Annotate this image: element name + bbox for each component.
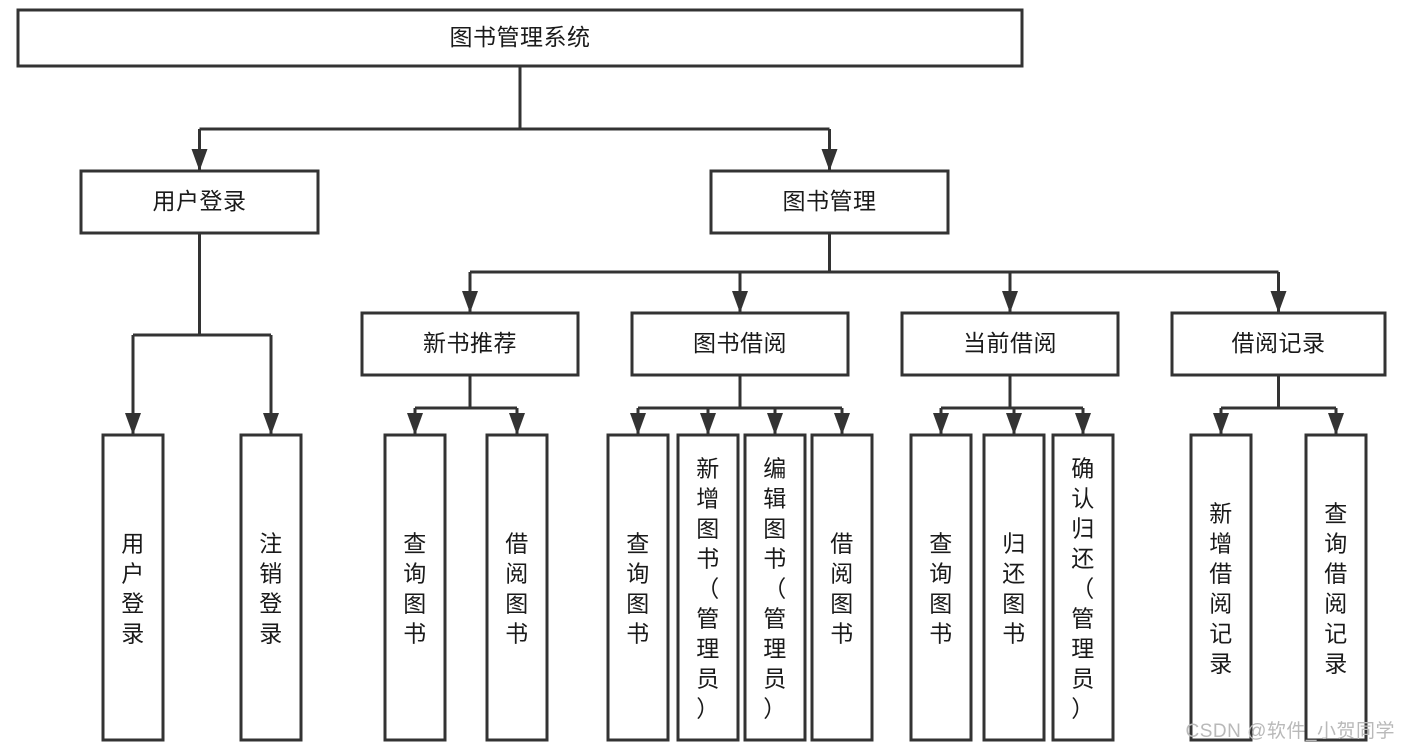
- connector-arrowhead: [509, 413, 525, 435]
- node-leaf-borrow-book[interactable]: 借阅图书: [810, 433, 874, 742]
- connector-arrowhead: [630, 413, 646, 435]
- node-leaf-user-login[interactable]: 用户登录: [101, 433, 165, 742]
- connector-arrowhead: [1006, 413, 1022, 435]
- node-label: 查询借阅记录: [1324, 501, 1348, 677]
- node-leaf-add-borrow-record[interactable]: 新增借阅记录: [1189, 433, 1253, 742]
- node-label: 借阅图书: [830, 531, 854, 647]
- node-box[interactable]: [1189, 433, 1253, 742]
- connector-arrowhead: [821, 149, 838, 171]
- node-box[interactable]: [743, 433, 807, 742]
- node-leaf-add-book[interactable]: 新增图书（管理员）: [676, 433, 740, 742]
- node-box[interactable]: [909, 433, 973, 742]
- node-box[interactable]: [676, 433, 740, 742]
- connector-arrowhead: [407, 413, 423, 435]
- node-label: 新增图书（管理员）: [696, 456, 720, 722]
- node-label: 注销登录: [259, 531, 283, 647]
- node-borrow-record[interactable]: 借阅记录: [1170, 311, 1387, 377]
- node-box[interactable]: [79, 169, 320, 235]
- node-box[interactable]: [900, 311, 1120, 377]
- node-label: 确认归还（管理员）: [1071, 456, 1095, 722]
- node-box[interactable]: [383, 433, 447, 742]
- node-leaf-query-book-current[interactable]: 查询图书: [909, 433, 973, 742]
- node-label: 图书管理: [783, 188, 877, 214]
- node-leaf-return-book[interactable]: 归还图书: [982, 433, 1046, 742]
- node-box[interactable]: [485, 433, 549, 742]
- node-label: 归还图书: [1002, 531, 1026, 647]
- node-layer: 图书管理系统用户登录图书管理新书推荐图书借阅当前借阅借阅记录用户登录注销登录查询…: [16, 8, 1387, 742]
- node-label: 新书推荐: [423, 330, 517, 356]
- connector-arrowhead: [767, 413, 783, 435]
- connector-arrowhead: [1213, 413, 1229, 435]
- node-label: 新增借阅记录: [1209, 501, 1233, 677]
- node-box[interactable]: [1304, 433, 1368, 742]
- connector-arrowhead: [1075, 413, 1091, 435]
- node-box[interactable]: [709, 169, 950, 235]
- node-label: 查询图书: [929, 531, 953, 647]
- node-book-borrow[interactable]: 图书借阅: [630, 311, 850, 377]
- node-leaf-confirm-return[interactable]: 确认归还（管理员）: [1051, 433, 1115, 742]
- node-box[interactable]: [239, 433, 303, 742]
- node-label: 编辑图书（管理员）: [763, 456, 787, 722]
- connector-arrowhead: [1002, 291, 1018, 313]
- node-box[interactable]: [606, 433, 670, 742]
- connector-arrowhead: [834, 413, 850, 435]
- node-leaf-edit-book[interactable]: 编辑图书（管理员）: [743, 433, 807, 742]
- node-label: 借阅图书: [505, 531, 529, 647]
- node-label: 查询图书: [403, 531, 427, 647]
- node-leaf-logout-login[interactable]: 注销登录: [239, 433, 303, 742]
- watermark-label: CSDN @软件_小贺同学: [1185, 721, 1395, 742]
- node-leaf-borrow-book-recommend[interactable]: 借阅图书: [485, 433, 549, 742]
- node-user-login[interactable]: 用户登录: [79, 169, 320, 235]
- node-current-borrow[interactable]: 当前借阅: [900, 311, 1120, 377]
- node-label: 用户登录: [121, 531, 145, 647]
- node-box[interactable]: [360, 311, 580, 377]
- node-label: 当前借阅: [963, 330, 1057, 356]
- node-label: 用户登录: [153, 188, 247, 214]
- node-new-book-recommend[interactable]: 新书推荐: [360, 311, 580, 377]
- connector-arrowhead: [263, 413, 279, 435]
- connector-arrowhead: [933, 413, 949, 435]
- connector-arrowhead: [125, 413, 141, 435]
- connector-arrowhead: [191, 149, 208, 171]
- node-label: 借阅记录: [1232, 330, 1326, 356]
- node-label: 图书管理系统: [450, 24, 591, 50]
- node-label: 查询图书: [626, 531, 650, 647]
- node-book-manage[interactable]: 图书管理: [709, 169, 950, 235]
- node-box[interactable]: [1170, 311, 1387, 377]
- node-box[interactable]: [982, 433, 1046, 742]
- connector-arrowhead: [462, 291, 478, 313]
- connector-layer: [125, 66, 1344, 435]
- connector-arrowhead: [1328, 413, 1344, 435]
- node-leaf-query-book-recommend[interactable]: 查询图书: [383, 433, 447, 742]
- node-leaf-query-book-borrow[interactable]: 查询图书: [606, 433, 670, 742]
- node-root[interactable]: 图书管理系统: [16, 8, 1024, 68]
- connector-arrowhead: [1270, 291, 1287, 313]
- node-leaf-query-borrow-record[interactable]: 查询借阅记录: [1304, 433, 1368, 742]
- connector-arrowhead: [732, 291, 748, 313]
- connector-arrowhead: [700, 413, 716, 435]
- node-box[interactable]: [630, 311, 850, 377]
- node-box[interactable]: [1051, 433, 1115, 742]
- node-box[interactable]: [16, 8, 1024, 68]
- node-box[interactable]: [101, 433, 165, 742]
- node-box[interactable]: [810, 433, 874, 742]
- node-label: 图书借阅: [693, 330, 787, 356]
